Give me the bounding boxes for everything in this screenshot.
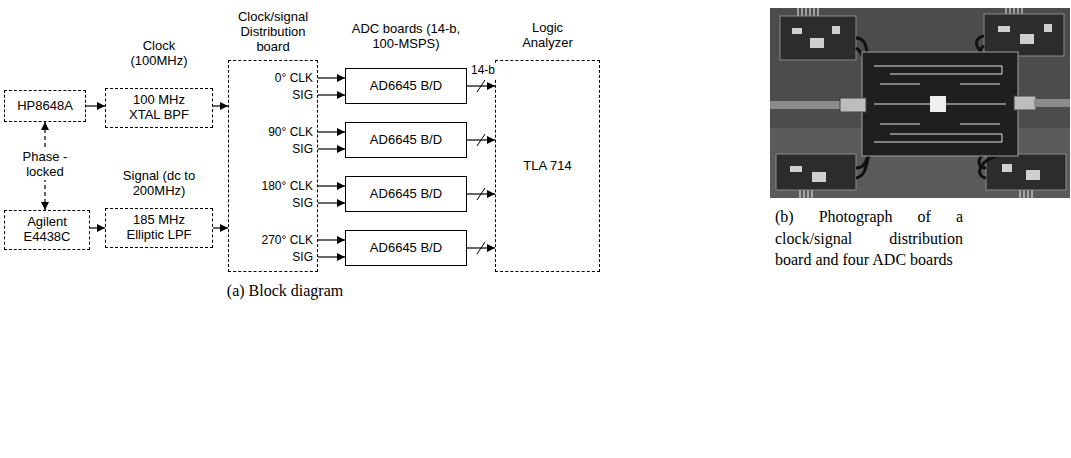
bus-slashes — [477, 80, 485, 254]
box-label: AD6645 B/D — [370, 187, 442, 202]
signal-arrow — [467, 247, 495, 248]
component — [1044, 24, 1052, 32]
box-label: AD6645 B/D — [370, 241, 442, 256]
signal-arrow — [213, 227, 228, 228]
adc-board: AD6645 B/D — [345, 176, 467, 212]
cable — [980, 154, 1006, 178]
port-label: 180° CLK — [262, 178, 314, 194]
component — [812, 172, 826, 182]
instrument-box: HP8648A — [4, 90, 86, 122]
port-label: SIG — [292, 249, 313, 265]
coax-connector — [1014, 96, 1036, 110]
photo-content — [770, 8, 1070, 198]
box-label: TLA 714 — [523, 159, 571, 174]
port-label: SIG — [292, 141, 313, 157]
box-label: AD6645 B/D — [370, 133, 442, 148]
port-label: 90° CLK — [268, 124, 313, 140]
box-heading: Signal (dc to 200MHz) — [104, 169, 214, 199]
signal-arrow — [86, 105, 105, 106]
port-label: SIG — [292, 87, 313, 103]
component — [832, 26, 840, 34]
coax-cable — [770, 101, 842, 109]
signal-arrow — [318, 131, 345, 132]
adc-board-photo — [776, 154, 856, 190]
logic-analyzer-box: Logic AnalyzerTLA 714 — [495, 60, 600, 272]
component — [792, 28, 802, 34]
component — [790, 166, 802, 172]
box-label: 100 MHz XTAL BPF — [120, 93, 198, 123]
adc-board-photo — [780, 16, 856, 60]
adc-board-photo — [984, 14, 1064, 56]
box-label: 185 MHz Elliptic LPF — [120, 213, 198, 243]
port-label: 270° CLK — [262, 232, 314, 248]
signal-arrow — [318, 148, 345, 149]
signal-arrow — [318, 77, 345, 78]
figure-caption: (a) Block diagram — [200, 281, 370, 300]
trace — [874, 104, 930, 105]
photo-background — [770, 8, 1070, 198]
edge-label: Phase -locked — [17, 150, 73, 180]
trace — [946, 104, 1006, 105]
port-label: 0° CLK — [275, 70, 313, 86]
box-label: AD6645 B/D — [370, 79, 442, 94]
adc-board-photo — [986, 154, 1066, 190]
component — [998, 26, 1010, 32]
signal-arrow — [318, 185, 345, 186]
adc-board: AD6645 B/D — [345, 68, 467, 104]
signal-arrow — [467, 139, 495, 140]
box-label: Agilent E4438C — [10, 215, 84, 245]
distribution-board: Clock/signal Distribution board0° CLKSIG… — [228, 60, 318, 272]
instrument-box: Agilent E4438C — [4, 210, 90, 250]
component — [810, 38, 824, 48]
filter-box: Signal (dc to 200MHz)185 MHz Elliptic LP… — [105, 208, 213, 248]
signal-arrow — [213, 105, 228, 106]
adc-board: AD6645 B/D — [345, 230, 467, 266]
signal-arrow — [318, 256, 345, 257]
coax-connector — [840, 98, 866, 112]
signal-arrow — [467, 85, 495, 86]
column-heading: ADC boards (14-b, 100-MSPS) — [345, 22, 467, 52]
component — [1026, 170, 1040, 180]
adc-board: AD6645 B/D — [345, 122, 467, 158]
signal-arrow — [318, 239, 345, 240]
edge-label: 14-b — [469, 64, 497, 78]
component — [1020, 34, 1034, 44]
coax-cable — [1034, 99, 1070, 107]
trace — [880, 84, 1000, 124]
signal-arrow — [90, 227, 105, 228]
signal-arrow — [318, 94, 345, 95]
box-label: HP8648A — [17, 99, 73, 114]
component — [1002, 164, 1012, 172]
trace — [874, 66, 1002, 74]
trace — [874, 134, 1002, 142]
signal-arrow — [318, 202, 345, 203]
distribution-board-photo — [862, 52, 1018, 156]
box-heading: Logic Analyzer — [510, 21, 585, 51]
figure-caption: (b) Photograph of a clock/signal distrib… — [775, 206, 963, 271]
signal-arrow — [467, 193, 495, 194]
port-label: SIG — [292, 195, 313, 211]
splitter-component — [930, 96, 946, 112]
cable — [856, 154, 870, 178]
box-heading: Clock (100MHz) — [119, 39, 199, 69]
pcb-traces — [874, 66, 1006, 142]
box-heading: Clock/signal Distribution board — [223, 10, 323, 55]
filter-box: Clock (100MHz)100 MHz XTAL BPF — [105, 88, 213, 128]
